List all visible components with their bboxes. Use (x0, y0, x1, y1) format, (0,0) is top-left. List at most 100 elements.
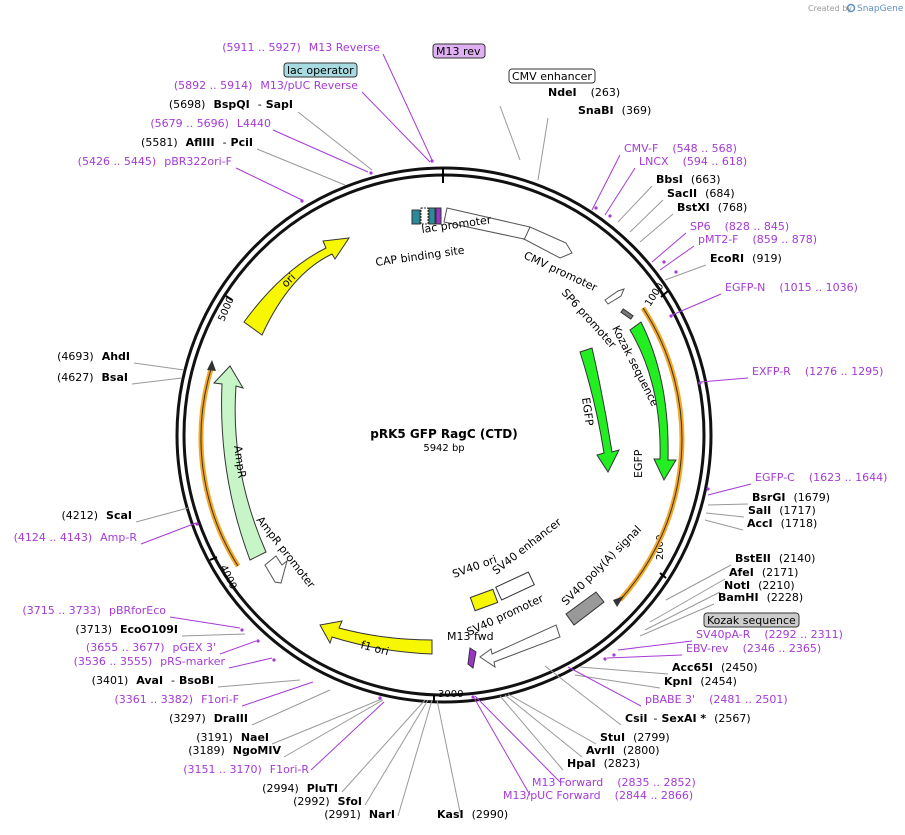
left-label-19-name: F1ori-R (270, 763, 310, 776)
right-label-13-leader (707, 503, 749, 506)
right-label-11-leader (699, 377, 749, 383)
left-label-10: (3715 .. 3733)pBRforEco (22, 604, 166, 617)
right-label-6-name: BstXI (677, 201, 710, 214)
sv40-promoter-arrow (479, 624, 561, 669)
right-label-17-name: AfeI (729, 566, 754, 579)
right-label-25-leader (544, 665, 622, 726)
right-label-7: SP6(828 .. 845) (690, 220, 789, 233)
left-label-18: (3189)NgoMIV (188, 744, 281, 757)
right-label-17: AfeI(2171) (729, 566, 798, 579)
leader-lines (131, 53, 752, 817)
cmv-divider (523, 226, 531, 241)
left-label-6: (4693)AhdI (57, 350, 130, 363)
primer-site-mark-3 (669, 314, 673, 318)
left-label-13: (3536 .. 3555)pRS-marker (74, 655, 226, 668)
right-label-17-leader (649, 578, 726, 623)
right-label-3-leader (604, 167, 636, 216)
left-label-20: (2994)PluTI (262, 782, 338, 795)
right-label-14-pos: (1717) (779, 504, 816, 517)
left-label-0-pos: (5911 .. 5927) (222, 41, 301, 54)
right-label-0-leader (499, 105, 521, 161)
right-label-18-leader (644, 591, 721, 631)
right-label-16-name: BstEII (735, 552, 771, 565)
primer-site-mark-5 (706, 487, 710, 491)
left-label-11-leader (181, 633, 246, 637)
right-label-28-name: HpaI (567, 757, 596, 770)
primer-site-mark-4 (698, 381, 702, 385)
left-label-14: (3401)AvaI-BsoBI (92, 674, 214, 687)
left-label-18-pos: (3189) (188, 744, 225, 757)
left-label-16-pos: (3297) (169, 712, 206, 725)
left-label-column: (5911 .. 5927)M13 Reverse(5892 .. 5914)M… (14, 41, 395, 821)
left-label-13-pos: (3536 .. 3555) (74, 655, 153, 668)
plasmid-name: pRK5 GFP RagC (CTD) (370, 427, 518, 441)
right-label-13-name: BsrGI (752, 491, 785, 504)
lac-operator-box (283, 62, 358, 78)
left-label-14-pos: (3401) (92, 674, 129, 687)
right-label-5: SacII(684) (667, 187, 735, 200)
left-label-6-name: AhdI (102, 350, 130, 363)
sv40-ori-feature (469, 588, 499, 612)
left-label-4-leader (256, 148, 346, 186)
left-label-5-pos: (5426 .. 5445) (78, 155, 157, 168)
sv40-enhancer-label: SV40 enhancer (490, 515, 564, 577)
credit-brand: SnapGene (857, 4, 904, 14)
primer-site-mark-1 (369, 171, 373, 175)
right-label-27-pos: (2800) (623, 744, 660, 757)
right-label-27: AvrII (2800) (586, 744, 659, 757)
m13-rev-feature (435, 207, 442, 225)
right-label-14-leader (705, 512, 745, 518)
primer-site-mark-12 (603, 657, 607, 661)
right-label-5-name: SacII (667, 187, 697, 200)
left-label-8-name: ScaI (106, 509, 132, 522)
kozak-sequence-box (703, 612, 800, 628)
left-label-17-pos: (3191) (196, 731, 233, 744)
left-label-19-pos: (3151 .. 3170) (183, 763, 262, 776)
left-label-10-pos: (3715 .. 3733) (22, 604, 101, 617)
left-label-5-leader (235, 167, 303, 201)
right-label-12-pos: (1623 .. 1644) (809, 471, 888, 484)
left-label-0-name: M13 Reverse (309, 41, 380, 54)
lac-operator-feature (420, 207, 429, 225)
credit-prefix: Created by (808, 4, 852, 13)
right-label-11: EXFP-R(1276 .. 1295) (752, 365, 883, 378)
right-label-8: pMT2-F(859 .. 878) (698, 233, 817, 246)
left-label-16-leader (251, 689, 331, 726)
right-label-26-name: StuI (600, 731, 625, 744)
left-label-15-leader (241, 681, 314, 707)
right-label-18: NotI(2210) (724, 579, 795, 592)
left-label-2-leader (297, 111, 373, 171)
right-label-10-pos: (1015 .. 1036) (779, 281, 858, 294)
right-label-28-leader (499, 695, 564, 771)
right-label-22-name: Acc65I (672, 661, 713, 674)
right-label-27-name: AvrII (586, 744, 615, 757)
left-label-21-leader (364, 699, 429, 806)
egfp-inner-arrow (579, 347, 620, 474)
cmv-enhancer-box (508, 68, 596, 84)
left-label-15-pos: (3361 .. 3382) (115, 693, 194, 706)
right-label-1-name: SnaBI (578, 104, 614, 117)
right-label-19: BamHI(2228) (718, 591, 803, 604)
orange-arc-right-arrowhead (613, 596, 624, 607)
lac-operator-box-label: lac operator (287, 64, 354, 77)
left-label-18-leader (283, 699, 384, 758)
primer-site-mark-0 (430, 159, 434, 163)
cmv-enhancer-promoter-arrow (443, 207, 573, 259)
right-label-24-leader (567, 666, 642, 707)
right-label-3-pos: (594 .. 618) (683, 155, 748, 168)
left-label-15-name: F1ori-F (201, 693, 239, 706)
m13-fwd-label: M13 fwd (447, 630, 494, 643)
ampr-arrow (212, 365, 267, 561)
right-label-10-leader (671, 293, 722, 316)
right-label-29: M13 Forward(2835 .. 2852) (532, 776, 696, 789)
left-label-9-leader (140, 522, 197, 545)
right-label-24: pBABE 3'(2481 .. 2501) (645, 693, 788, 706)
right-label-19-name: BamHI (718, 591, 759, 604)
left-label-21: (2992)SfoI (293, 795, 362, 808)
left-label-2: (5698)BspQI-SapI (169, 98, 293, 111)
tick-3000: 3000 (438, 689, 463, 700)
primer-site-mark-6 (240, 628, 244, 632)
right-label-29-pos: (2835 .. 2852) (617, 776, 696, 789)
primer-site-mark-11 (612, 653, 616, 657)
right-label-7-pos: (828 .. 845) (725, 220, 790, 233)
